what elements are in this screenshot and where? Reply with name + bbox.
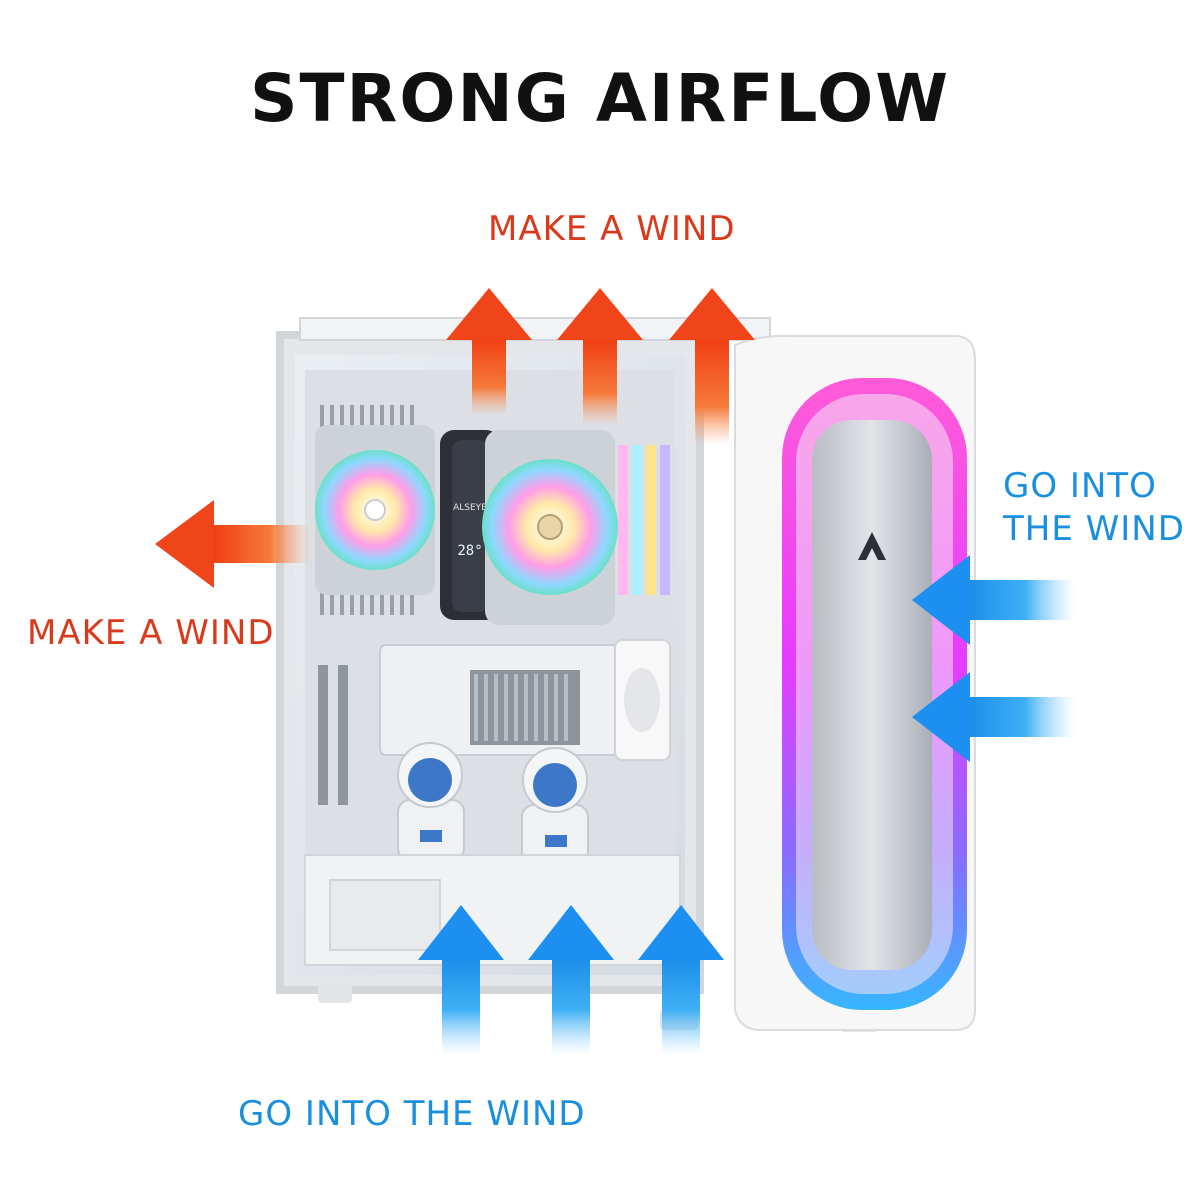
label-exhaust-top: MAKE A WIND <box>488 209 736 249</box>
exhaust-arrow-rear <box>155 500 310 588</box>
ram-modules <box>618 445 670 595</box>
label-intake-bottom: GO INTO THE WIND <box>238 1094 586 1134</box>
pc-case: ALSEYE 28° <box>276 317 878 1032</box>
rear-rgb-fan <box>315 425 435 595</box>
intake-arrow-front-2 <box>912 672 1075 762</box>
expansion-slots <box>318 665 348 805</box>
graphics-card <box>379 639 671 761</box>
intake-arrow-bottom-1 <box>418 905 504 1055</box>
label-intake-front-line1: GO INTO <box>1003 466 1157 506</box>
case-foot <box>318 985 352 1003</box>
page-title: STRONG AIRFLOW <box>249 60 951 137</box>
front-panel <box>734 334 976 1031</box>
label-intake-front-line2: THE WIND <box>1003 508 1185 549</box>
intake-arrow-front-1 <box>912 555 1075 645</box>
intake-arrow-bottom-3 <box>638 905 724 1055</box>
brand-logo-icon <box>858 532 886 560</box>
intake-arrow-bottom-2 <box>528 905 614 1055</box>
exhaust-arrow-top-1 <box>446 288 532 415</box>
astronaut-figure-right <box>521 747 589 866</box>
brushed-aluminum-panel <box>812 420 932 970</box>
astronaut-figure-left <box>397 742 465 861</box>
exhaust-arrow-top-2 <box>557 288 643 425</box>
cooler-temp-display: 28° <box>457 543 482 559</box>
label-intake-front: GO INTO THE WIND <box>1003 465 1185 550</box>
cpu-cooler: ALSEYE 28° <box>440 430 618 625</box>
cooler-brand: ALSEYE <box>453 503 487 513</box>
label-exhaust-rear: MAKE A WIND <box>27 613 275 653</box>
exhaust-arrow-top-3 <box>669 288 755 445</box>
